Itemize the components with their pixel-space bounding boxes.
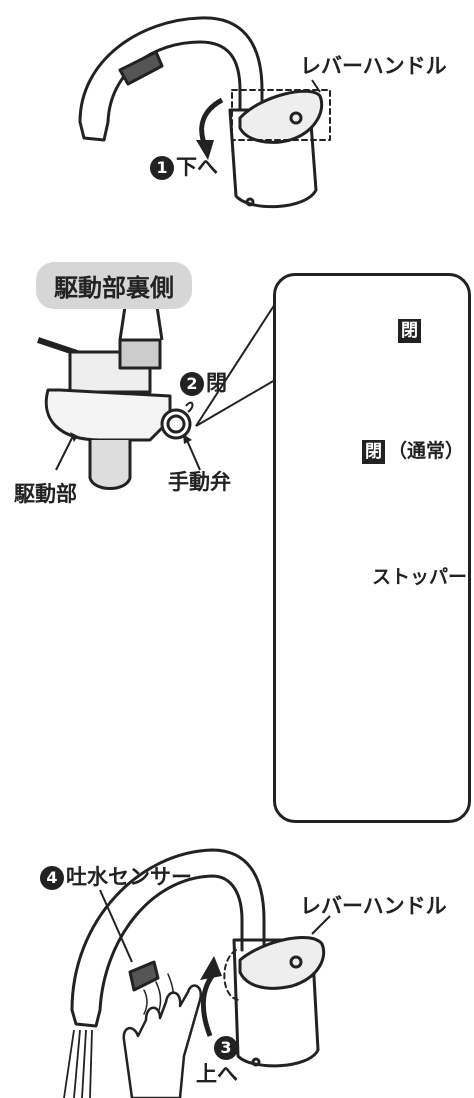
stopper-label: ストッパー <box>372 566 468 588</box>
step1-number: 1 <box>150 156 174 180</box>
up-arrow-3 <box>200 974 215 1037</box>
bottom-faucet <box>70 848 326 1068</box>
step3-number: 3 <box>214 1036 238 1060</box>
drive-unit-label: 駆動部 <box>14 482 77 506</box>
water-stream <box>63 1029 93 1098</box>
step3-label: 3 上へ <box>196 1036 240 1085</box>
normal-text: （通常） <box>388 440 465 462</box>
drive-pointer <box>55 433 75 471</box>
step1-text: 下へ <box>176 155 218 179</box>
closed-badge: 閉 <box>398 319 421 343</box>
sensor-pointer <box>99 889 133 963</box>
step4-number: 4 <box>40 866 64 890</box>
manual-valve-label: 手動弁 <box>168 470 231 494</box>
top-faucet <box>78 16 331 209</box>
step2-text: 閉 <box>206 371 227 395</box>
lever-handle-label-bottom: レバーハンドル <box>300 894 447 918</box>
drive-unit <box>37 298 192 490</box>
valve-pointer <box>185 437 201 471</box>
lever-pointer <box>311 915 331 935</box>
detail-panel <box>273 273 471 823</box>
closed-normal-label: 閉（通常） <box>362 440 464 464</box>
hand <box>122 984 203 1098</box>
closed-label: 閉 <box>398 319 424 343</box>
step3-text: 上へ <box>196 1062 238 1086</box>
lever-handle-label-top: レバーハンドル <box>300 54 447 78</box>
callout-wedge <box>195 300 276 427</box>
step4-text: 吐水センサー <box>66 865 192 889</box>
step2-number: 2 <box>180 372 204 396</box>
closed-badge-2: 閉 <box>362 440 385 464</box>
section-title: 駆動部裏側 <box>36 262 192 309</box>
